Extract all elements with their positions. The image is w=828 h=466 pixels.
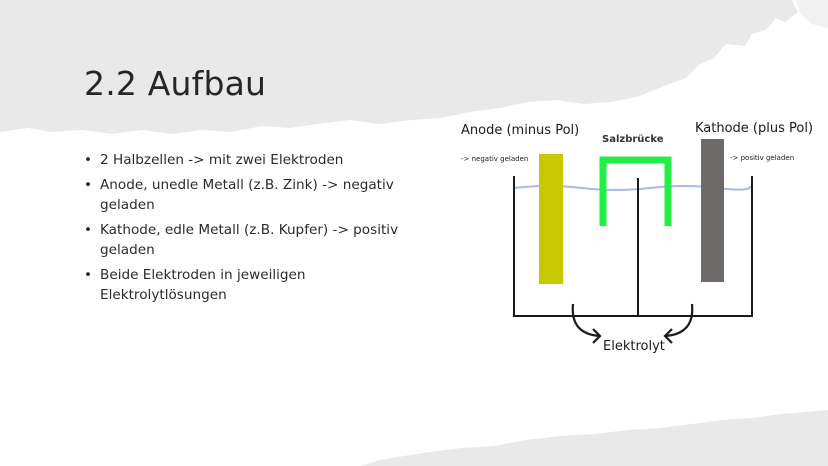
slide-title: 2.2 Aufbau [84, 64, 267, 103]
bullet-item: 2 Halbzellen -> mit zwei Elektroden [84, 150, 424, 170]
bullet-item: Anode, unedle Metall (z.B. Zink) -> nega… [84, 175, 424, 215]
electrolyte-label: Elektrolyt [603, 339, 665, 354]
left-arrow-head [592, 328, 602, 344]
bullet-list: 2 Halbzellen -> mit zwei Elektroden Anod… [84, 150, 424, 310]
anode-charge-label: -> negativ geladen [461, 155, 529, 163]
anode-electrode [539, 154, 563, 284]
kathode-label: Kathode (plus Pol) [695, 121, 814, 136]
right-curved-arrow [664, 303, 694, 338]
right-arrow-head [663, 328, 673, 344]
cell-drawing [513, 139, 753, 344]
salt-bridge [599, 156, 672, 226]
bullet-item: Kathode, edle Metall (z.B. Kupfer) -> po… [84, 220, 424, 260]
kathode-electrode [701, 139, 724, 282]
salt-bridge-label: Salzbrücke [602, 134, 664, 145]
left-curved-arrow [571, 303, 601, 338]
kathode-charge-label: -> positiv geladen [730, 154, 795, 162]
bullet-item: Beide Elektroden in jeweiligen Elektroly… [84, 265, 424, 305]
container-outline [513, 176, 753, 317]
galvanic-cell-diagram: Anode (minus Pol) -> negativ geladen Kat… [448, 116, 813, 366]
anode-label: Anode (minus Pol) [461, 123, 580, 138]
